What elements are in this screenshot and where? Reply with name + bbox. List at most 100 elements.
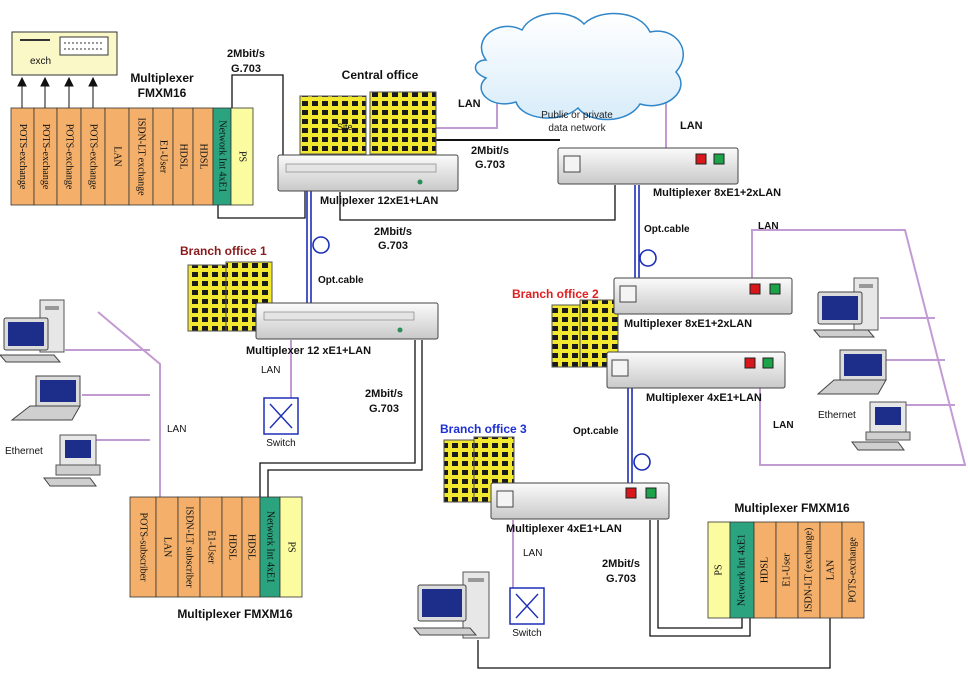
branch1-switch-label: Switch (266, 438, 295, 449)
rack-card (56, 107, 82, 206)
central-mux: Muliplexer 12xE1+LAN (277, 154, 459, 207)
branch3-mux-label: Multiplexer 4xE1+LAN (506, 523, 622, 535)
rack-card-label: HDSL (227, 534, 238, 560)
central-link-std: G.703 (231, 63, 261, 75)
rack-card-label: POTS-exchange (88, 124, 99, 190)
cloud-network: Public or private data network (474, 12, 684, 134)
exchange-label: exch (30, 56, 51, 67)
rack-card-label: POTS-subscriber (138, 513, 149, 583)
rack-card-label: POTS-exchange (40, 124, 51, 190)
central-down-rate: 2Mbit/s (374, 226, 412, 238)
central-mux-label: Muliplexer 12xE1+LAN (320, 195, 438, 207)
fiber-loop-1 (312, 236, 330, 254)
rack-card-label: HDSL (759, 557, 770, 583)
central-office-title: Central office (342, 68, 419, 82)
fiber-loop-2 (639, 249, 657, 267)
rack-card (729, 521, 755, 619)
fiber-loop-3 (633, 453, 651, 471)
rack-card-label: PS (713, 564, 724, 575)
branch3-switch: Switch (509, 587, 545, 639)
branch1-title: Branch office 1 (180, 244, 267, 258)
link-central-8x-2 (339, 185, 616, 221)
rack-card-label: Network Int 4xE1 (736, 534, 747, 606)
branch2-mux2-label: Multiplexer 4xE1+LAN (646, 392, 762, 404)
lan-left-bus (97, 311, 161, 500)
left-pc-1 (0, 299, 65, 363)
rack-card-label: ISDN-LT subscriber (184, 506, 195, 588)
bottom-left-mux-title: Multiplexer FMXM16 (177, 607, 293, 621)
rack-card-label: LAN (112, 146, 123, 167)
link-branch3-fmxm16 (649, 520, 751, 637)
left-pc-2-laptop (10, 375, 81, 421)
central-building-text: Site (337, 122, 353, 132)
rack-card-label: Network Int 4xE1 (265, 511, 276, 583)
central-down-std: G.703 (378, 240, 408, 252)
branch1-link-rate: 2Mbit/s (365, 388, 403, 400)
rack-card-label: E1-User (158, 140, 169, 174)
rack-card-label: POTS-exchange (847, 537, 858, 603)
rack-card-label: LAN (162, 537, 173, 558)
link-branch3-fmxm16-2 (657, 520, 743, 629)
branch1-link-std: G.703 (369, 403, 399, 415)
rack-card-label: HDSL (178, 143, 189, 169)
link-branch1-fmxm16 (267, 340, 423, 502)
right-pc-3 (851, 401, 911, 451)
branch2-mux-8x: Multiplexer 8xE1+2xLAN (613, 277, 793, 330)
left-pc-3 (43, 434, 101, 487)
branch2-lan-top: LAN (758, 221, 779, 232)
rack-card-label: Network Int 4xE1 (217, 120, 228, 192)
branch2-mux1-label: Multiplexer 8xE1+2xLAN (624, 318, 752, 330)
branch3-lan: LAN (523, 548, 542, 559)
mux-8x-opt: Opt.cable (644, 224, 690, 235)
lan-central-cloud (430, 100, 498, 129)
branch1-switch: Switch (263, 397, 299, 449)
rack-card (230, 107, 254, 206)
rack-card-label: PS (237, 151, 248, 162)
connection-lines (65, 74, 967, 669)
cloud-line1: Public or private (541, 110, 613, 121)
rack-card (129, 496, 157, 598)
branch3-mux: Multiplexer 4xE1+LAN (490, 482, 670, 535)
opt-8x-branch2 (634, 185, 640, 280)
rack-card-label: HDSL (246, 534, 257, 560)
exchange-device: exch (11, 31, 118, 108)
link-fmxm16-central-2 (231, 74, 284, 155)
mid-link-rate: 2Mbit/s (471, 145, 509, 157)
left-lan-label: LAN (167, 424, 186, 435)
right-pc-1 (812, 277, 879, 338)
branch3-link-rate: 2Mbit/s (602, 558, 640, 570)
cloud-line2: data network (548, 123, 606, 134)
rack-card-label: ISDN-LT (exchange) (803, 528, 814, 613)
bottom-pc (412, 571, 490, 639)
branch2-opt: Opt.cable (573, 426, 619, 437)
branch1-lan: LAN (261, 365, 280, 376)
branch1-mux-label: Multiplexer 12 xE1+LAN (246, 345, 371, 357)
rack-card (80, 107, 106, 206)
rack-card (841, 521, 865, 619)
rack-card-label: PS (286, 541, 297, 552)
branch3-link-std: G.703 (606, 573, 636, 585)
branch3-title: Branch office 3 (440, 422, 527, 436)
branch2-title: Branch office 2 (512, 287, 599, 301)
right-pc-2-laptop (816, 349, 887, 395)
branch2-lan-bottom: LAN (773, 420, 794, 431)
opt-central-branch1 (306, 190, 312, 303)
rack-card-label: HDSL (198, 143, 209, 169)
branch1-mux: Multiplexer 12 xE1+LAN (246, 302, 439, 357)
lan-branch2-top (751, 229, 967, 466)
central-down-opt: Opt.cable (318, 275, 364, 286)
top-left-mux-title-1: Multiplexer (130, 71, 194, 85)
central-link-rate: 2Mbit/s (227, 48, 265, 60)
mux-8x-top-label: Multiplexer 8xE1+2xLAN (653, 187, 781, 199)
mid-link-std: G.703 (475, 159, 505, 171)
cloud-lan-left: LAN (458, 98, 481, 110)
cloud-lan-right: LAN (680, 120, 703, 132)
branch2-ethernet: Ethernet (818, 410, 856, 421)
branch2-mux-4x: Multiplexer 4xE1+LAN (606, 351, 786, 404)
fiber-loops (312, 236, 657, 471)
mux-8x-top: Multiplexer 8xE1+2xLAN (557, 147, 781, 199)
